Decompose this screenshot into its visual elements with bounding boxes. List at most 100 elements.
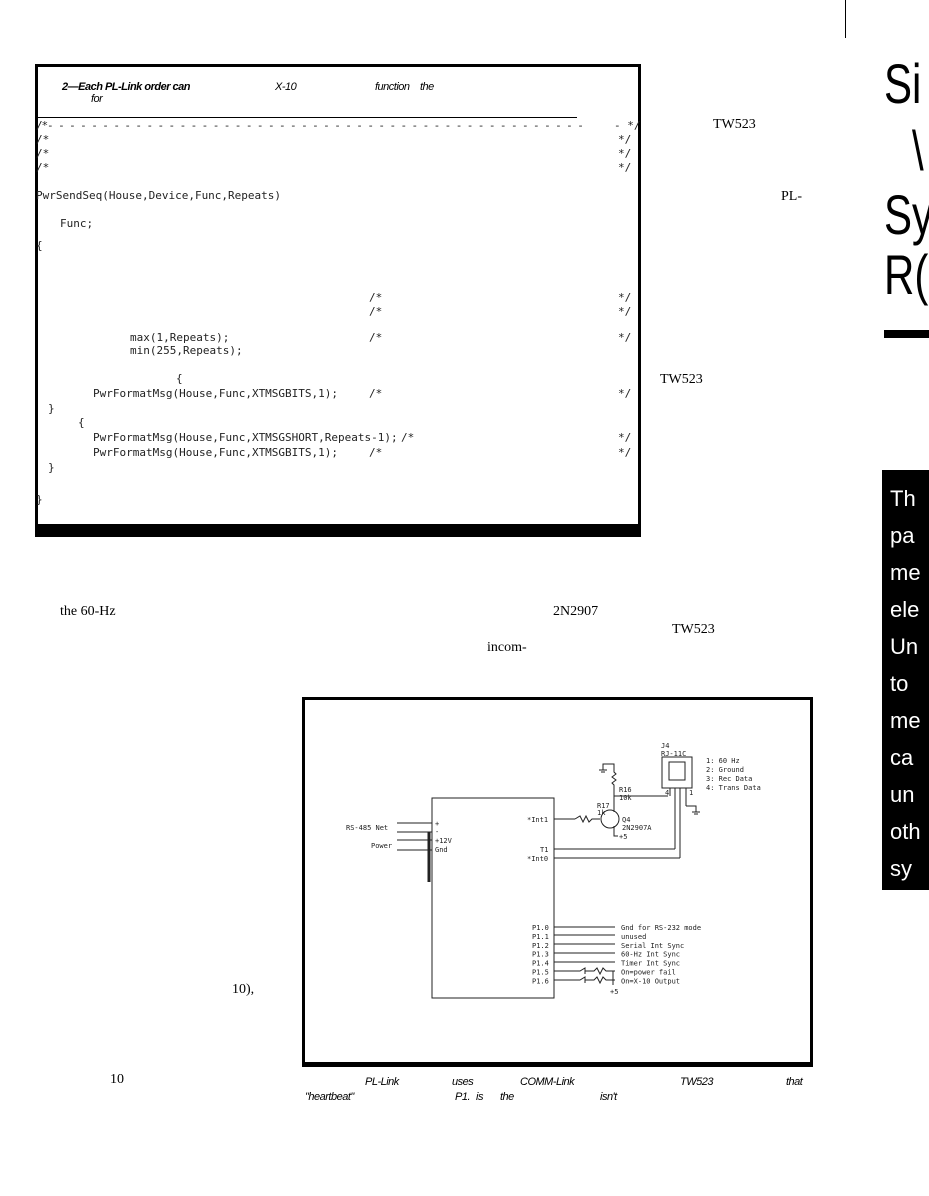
headline-fragment: Si xyxy=(884,52,922,115)
supply-label: +5 xyxy=(619,833,627,841)
code-line: } xyxy=(48,461,55,474)
resistor-label: R16 xyxy=(619,786,632,794)
transistor-label: 2N2907A xyxy=(622,824,652,832)
supply-label: +5 xyxy=(610,988,618,996)
sidebar-text: sy xyxy=(890,856,912,881)
figure-caption: COMM-Link xyxy=(520,1076,575,1088)
listing-caption: function xyxy=(375,81,410,93)
transistor-label: Q4 xyxy=(622,816,630,824)
figure-caption: isn't xyxy=(600,1091,617,1103)
listing-caption: 2—Each PL-Link order can xyxy=(62,81,190,93)
sidebar-text: me xyxy=(890,560,921,585)
body-text: 10 xyxy=(110,1072,124,1087)
code-line: { xyxy=(176,372,183,385)
code-line: /* xyxy=(401,431,415,444)
headline-fragment: R( xyxy=(884,243,929,306)
port-pin-label: P1.0 xyxy=(532,924,549,932)
headline-bar xyxy=(884,330,929,338)
sidebar-text: Th xyxy=(890,486,916,511)
code-line: */ xyxy=(618,431,632,444)
code-line: */ xyxy=(618,147,632,160)
code-line: */ xyxy=(618,133,632,146)
pin-label: + xyxy=(435,820,439,828)
listing-caption: X-10 xyxy=(275,81,297,93)
resistor-label: R17 xyxy=(597,802,610,810)
port-function-label: Serial Int Sync xyxy=(621,942,684,950)
port-function-label: 60-Hz Int Sync xyxy=(621,951,680,959)
connector-legend: 1: 60 Hz xyxy=(706,757,740,765)
code-line: */ xyxy=(618,387,632,400)
pin-label: Gnd xyxy=(435,846,448,854)
figure-caption: PL-Link xyxy=(365,1076,399,1088)
code-listing xyxy=(35,64,641,528)
connector-pin: 1 xyxy=(689,789,693,797)
port-pin-label: P1.5 xyxy=(532,969,549,977)
code-line: */ xyxy=(618,305,632,318)
port-function-label: Timer Int Sync xyxy=(621,960,680,968)
listing-caption: for xyxy=(91,93,103,105)
resistor-label: 1k xyxy=(597,809,606,817)
body-text: incom- xyxy=(487,640,527,655)
port-pin-label: P1.4 xyxy=(532,960,549,968)
code-line: } xyxy=(48,402,55,415)
body-text: TW523 xyxy=(713,117,756,132)
sidebar-text: oth xyxy=(890,819,921,844)
sidebar-text: to xyxy=(890,671,909,696)
figure-caption: "heartbeat" xyxy=(305,1091,354,1103)
listing-caption: the xyxy=(420,81,434,93)
code-line: */ xyxy=(618,291,632,304)
code-line: /* xyxy=(369,446,383,459)
code-line: { xyxy=(36,239,43,252)
sidebar-text: ele xyxy=(890,597,920,622)
code-line: /* xyxy=(36,133,50,146)
schematic-label: RS-485 Net xyxy=(346,824,388,832)
code-line: /* xyxy=(369,305,383,318)
body-text: the 60-Hz xyxy=(60,604,116,619)
port-function-label: On=power fail xyxy=(621,969,676,977)
sidebar-text: Un xyxy=(890,634,919,659)
sidebar-text: pa xyxy=(890,523,915,548)
connector-type: RJ-11C xyxy=(661,750,686,758)
body-text: 10), xyxy=(232,982,255,997)
code-line: /* xyxy=(36,161,50,174)
pin-label: +12V xyxy=(435,837,453,845)
sidebar-text: un xyxy=(890,782,915,807)
code-line: */ xyxy=(618,446,632,459)
pin-label: *Int1 xyxy=(527,816,548,824)
code-line: /*- - - - - - - - - - - - - - - - - - - … xyxy=(36,119,584,132)
figure-caption: is xyxy=(476,1091,483,1103)
schematic-label: Power xyxy=(371,842,392,850)
connector-pin: 4 xyxy=(665,789,669,797)
pin-label: *Int0 xyxy=(527,855,548,863)
caption-rule xyxy=(36,117,577,118)
code-line: - */ xyxy=(614,119,641,132)
pin-label: - xyxy=(435,828,439,836)
figure-caption: that xyxy=(786,1076,803,1088)
body-text: TW523 xyxy=(672,622,715,637)
code-line: { xyxy=(78,416,85,429)
schematic-figure xyxy=(302,697,813,1067)
port-pin-label: P1.6 xyxy=(532,977,549,985)
port-pin-label: P1.2 xyxy=(532,942,549,950)
code-line: /* xyxy=(369,291,383,304)
connector-legend: 3: Rec Data xyxy=(706,775,752,783)
code-line: } xyxy=(36,493,43,506)
listing-bottom-bar xyxy=(35,524,641,537)
microcontroller-chip xyxy=(431,797,555,999)
connector-legend: 2: Ground xyxy=(706,766,744,774)
headline-fragment: Sy xyxy=(884,183,929,246)
code-line: */ xyxy=(618,161,632,174)
sidebar-text: ca xyxy=(890,745,914,770)
figure-caption: P1. xyxy=(455,1091,471,1103)
figure-caption: TW523 xyxy=(680,1076,713,1088)
pin-label: T1 xyxy=(540,846,548,854)
port-function-label: On=X-10 Output xyxy=(621,977,680,985)
body-text: TW523 xyxy=(660,372,703,387)
code-line: PwrSendSeq(House,Device,Func,Repeats) xyxy=(36,189,282,202)
code-line: /* xyxy=(369,331,383,344)
port-pin-label: P1.3 xyxy=(532,951,549,959)
code-line: */ xyxy=(618,331,632,344)
code-line: /* xyxy=(36,147,50,160)
